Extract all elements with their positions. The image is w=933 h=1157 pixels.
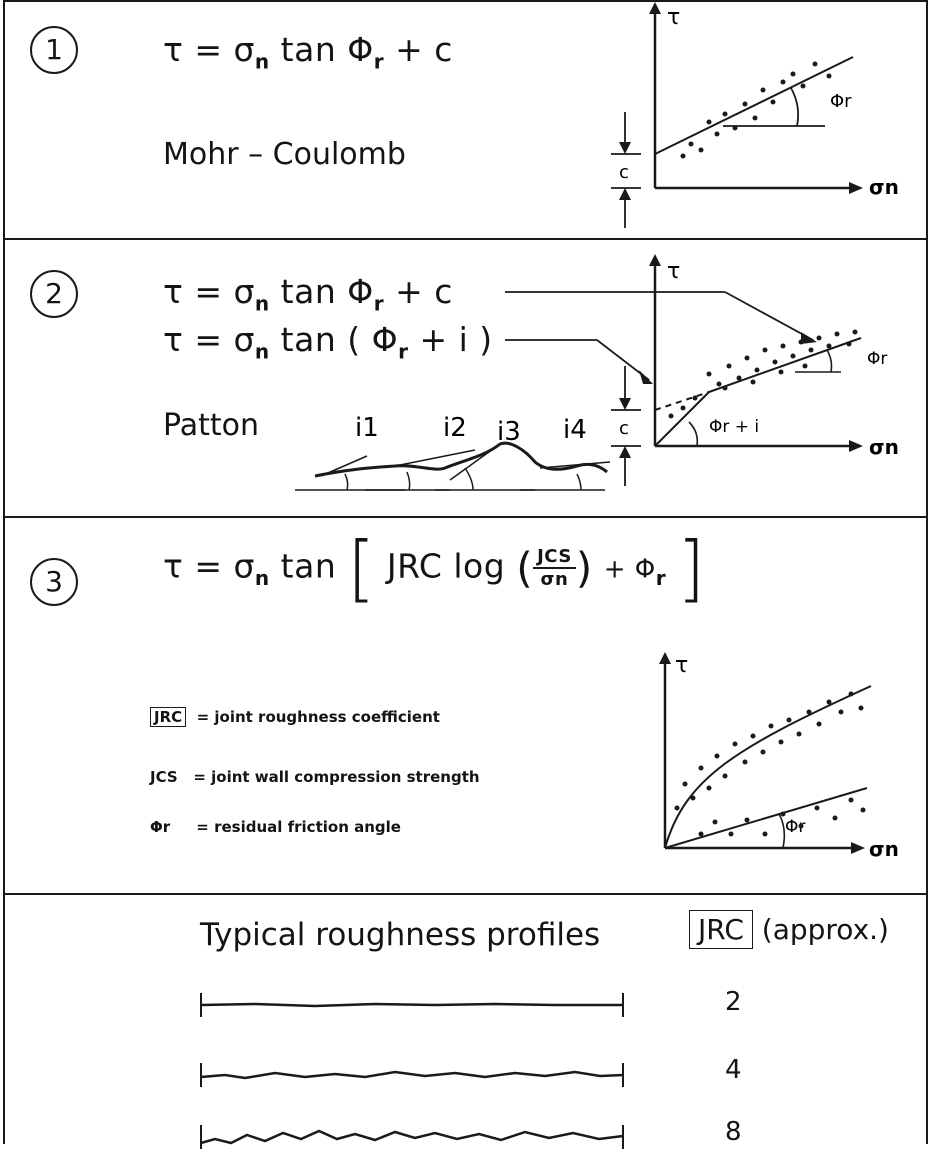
x-axis-arrow [851, 842, 865, 854]
x-axis-arrow [849, 182, 863, 194]
mohr-coulomb-equation: τ = σn tan Φr + c [163, 30, 453, 74]
cohesion-label: c [619, 418, 629, 439]
residual-strength-line [664, 787, 868, 849]
y-axis-label: τ [667, 5, 680, 30]
data-points [674, 691, 866, 837]
residual-envelope [708, 337, 862, 393]
failure-envelope [654, 56, 854, 155]
dilatant-envelope [654, 391, 710, 447]
axes [653, 262, 851, 448]
extrapolated-envelope [654, 391, 710, 411]
criterion-name: Patton [163, 408, 260, 443]
asperity-sketch: i1 i2 i3 i4 [295, 413, 611, 491]
peak-strength-curve [664, 685, 872, 849]
roughness-profile-jrc-8 [200, 1125, 624, 1149]
axes [653, 10, 851, 190]
panel-number: 3 [30, 558, 78, 606]
barton-graph: τ σn Φr [659, 652, 899, 861]
angle-label-dilatant: Φr + i [709, 417, 759, 437]
y-axis-label: τ [667, 259, 680, 284]
panel-roughness-profiles: Typical roughness profiles JRC (approx.)… [3, 893, 928, 1149]
y-axis-label: τ [675, 653, 688, 678]
x-axis-label: σn [869, 837, 899, 861]
axes [663, 660, 853, 850]
angle-label-residual: Φr [867, 349, 887, 369]
angle-label: Φr [830, 91, 852, 112]
profiles-title: Typical roughness profiles [200, 917, 601, 953]
panel-number: 2 [30, 270, 78, 318]
legend-phi-r: Φr = residual friction angle [150, 818, 401, 836]
panel-mohr-coulomb: 1 τ = σn tan Φr + c Mohr – Coulomb τ σn … [3, 0, 928, 238]
asperity-label-i1: i1 [355, 413, 379, 443]
jrc-column-header: JRC (approx.) [689, 910, 889, 949]
y-axis-arrow [649, 2, 661, 14]
data-points [680, 61, 832, 159]
legend-jcs: JCS = joint wall compression strength [150, 768, 480, 786]
y-axis-arrow [659, 652, 671, 664]
data-points [668, 329, 858, 419]
patton-equation-residual: τ = σn tan Φr + c [163, 272, 453, 316]
panel-number: 1 [30, 26, 78, 74]
asperity-label-i4: i4 [563, 415, 587, 445]
asperity-label-i3: i3 [497, 417, 521, 447]
cohesion-label: c [619, 162, 629, 183]
roughness-profile-jrc-4 [200, 1063, 624, 1087]
mohr-coulomb-graph: τ σn Φr c [611, 2, 899, 228]
y-axis-arrow [649, 254, 661, 266]
asperity-label-i2: i2 [443, 413, 467, 443]
patton-bilinear-graph: τ σn Φr Φr + i [611, 254, 899, 486]
jrc-value-2: 2 [725, 987, 742, 1017]
x-axis-arrow [849, 440, 863, 452]
jrc-value-8: 8 [725, 1117, 742, 1147]
jrc-value-4: 4 [725, 1055, 742, 1085]
angle-label: Φr [785, 817, 805, 837]
legend-jrc: JRC = joint roughness coefficient [150, 707, 440, 727]
friction-angle-arc [790, 87, 800, 127]
patton-equation-dilatant: τ = σn tan ( Φr + i ) [163, 320, 493, 364]
criterion-name: Mohr – Coulomb [163, 137, 406, 172]
x-axis-label: σn [869, 175, 899, 199]
patton-leader-arrows [505, 291, 817, 384]
x-axis-label: σn [869, 435, 899, 459]
panel-patton: 2 τ = σn tan Φr + c τ = σn tan ( Φr + i … [3, 238, 928, 516]
roughness-profile-jrc-2 [200, 993, 624, 1017]
